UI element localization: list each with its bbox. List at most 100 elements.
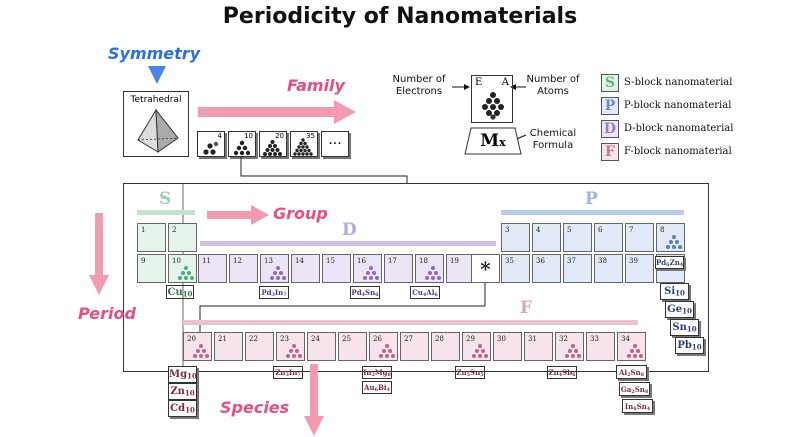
cell-4: 4 [532, 223, 561, 252]
p-block-label: P [585, 189, 598, 209]
cell-38: 38 [594, 254, 623, 283]
formula-text: Mg10 [169, 369, 197, 381]
star-text: * [480, 257, 491, 281]
symmetry-down-arrow [148, 66, 166, 84]
cell-36: 36 [532, 254, 561, 283]
formula-in6sn4: In6Sn4 [622, 399, 653, 413]
cell-number: 14 [295, 257, 304, 265]
formula-text: Pd4Sn6 [351, 288, 379, 298]
cluster-35-icon [293, 138, 313, 156]
formula-text: Zn4Sb6 [548, 368, 576, 378]
formula-text: Si10 [664, 286, 685, 298]
cell-2: 2 [168, 223, 197, 252]
cell-number: 37 [567, 257, 576, 265]
cell-number: 11 [202, 257, 211, 265]
cell-number: 27 [404, 335, 413, 343]
f-block-bar [183, 320, 638, 325]
species-down-arrow [304, 364, 324, 436]
cluster-icon [425, 266, 441, 280]
formula-text: Ge10 [667, 304, 692, 316]
cluster-10-icon [233, 140, 251, 156]
family-box-more: ··· [321, 131, 349, 157]
formula-text: Sn10 [672, 322, 697, 334]
family-box-number: 4 [217, 132, 222, 140]
d-block-bar [200, 241, 496, 246]
p-block-bar [501, 210, 684, 215]
formula-zn5sn5: Zn5Sn5 [455, 366, 485, 379]
legend-letter-box: F [601, 143, 619, 161]
formula-si10: Si10 [660, 283, 689, 300]
cell-number: 3 [505, 226, 510, 234]
cell-24: 24 [307, 332, 336, 361]
formula-zn4sb6: Zn4Sb6 [547, 366, 577, 379]
cell-number: 6 [598, 226, 603, 234]
key-e: E [475, 77, 483, 88]
group-right-arrow [207, 205, 269, 225]
formula-al2sn8: Al2Sn8 [616, 365, 647, 379]
formula-cu4al6: Cu4Al6 [410, 286, 440, 299]
family-box-20: 20 [259, 131, 287, 157]
cell-6: 6 [594, 223, 623, 252]
cell-number: 20 [187, 335, 196, 343]
legend-text: F-block nanomaterial [624, 146, 732, 157]
cell-number: 19 [450, 257, 459, 265]
key-m: M [480, 131, 500, 151]
cell-number: 26 [373, 335, 382, 343]
cell-number: 32 [559, 335, 568, 343]
formula-pb10: Pb10 [675, 337, 704, 354]
cell-15: 15 [322, 254, 351, 283]
family-box-number: 35 [306, 132, 315, 140]
formula-text: Cd10 [170, 403, 195, 415]
cell-number: 18 [419, 257, 428, 265]
cell-32: 32 [555, 332, 584, 361]
cell-33: 33 [586, 332, 615, 361]
cell-8: 8 [656, 223, 685, 252]
formula-text: Pb10 [677, 340, 702, 352]
family-box-10: 10 [228, 131, 256, 157]
cell-number: 13 [264, 257, 273, 265]
cell-number: 23 [280, 335, 289, 343]
d-block-label: D [342, 220, 357, 240]
formula-text: Pd6Zn4 [656, 258, 684, 268]
tetrahedral-box: Tetrahedral [123, 91, 189, 157]
cell-26: 26 [369, 332, 398, 361]
formula-zn10: Zn10 [168, 383, 197, 400]
cell-39: 39 [625, 254, 654, 283]
formula-text: Al2Sn8 [618, 368, 645, 378]
formula-text: Zn3In7 [275, 368, 301, 378]
cell-7: 7 [625, 223, 654, 252]
cell-28: 28 [431, 332, 460, 361]
cell-number: 16 [357, 257, 366, 265]
f-block-label: F [520, 298, 533, 318]
symmetry-label: Symmetry [108, 44, 201, 63]
cell-number: 30 [497, 335, 506, 343]
family-box-number: 20 [275, 132, 284, 140]
cell-number: 4 [536, 226, 541, 234]
cell-30: 30 [493, 332, 522, 361]
cell-number: 5 [567, 226, 572, 234]
cluster-4-icon [203, 141, 219, 155]
cell-3: 3 [501, 223, 530, 252]
formula-in2mg8: In2Mg8 [362, 366, 392, 379]
cell-number: 10 [172, 257, 181, 265]
formula-text: Zn5Sn5 [456, 368, 484, 378]
cluster-icon [472, 344, 488, 358]
key-formula: Mx [463, 131, 523, 151]
cell-1: 1 [137, 223, 166, 252]
group-label: Group [273, 204, 328, 223]
formula-text: Pd3In7 [261, 288, 287, 298]
formula-pd3in7: Pd3In7 [259, 286, 289, 299]
cluster-icon [627, 344, 643, 358]
cell-number: 38 [598, 257, 607, 265]
cell-number: 22 [249, 335, 258, 343]
family-label: Family [287, 76, 345, 95]
cell-16: 16 [353, 254, 382, 283]
cell-number: 7 [629, 226, 634, 234]
page-title: Periodicity of Nanomaterials [222, 4, 578, 29]
cell-number: 29 [466, 335, 475, 343]
formula-au6bi4: Au6Bi4 [362, 381, 392, 394]
cluster-icon [565, 344, 581, 358]
family-right-arrow [198, 100, 356, 124]
cell-number: 9 [141, 257, 146, 265]
cell-number: 34 [621, 335, 630, 343]
